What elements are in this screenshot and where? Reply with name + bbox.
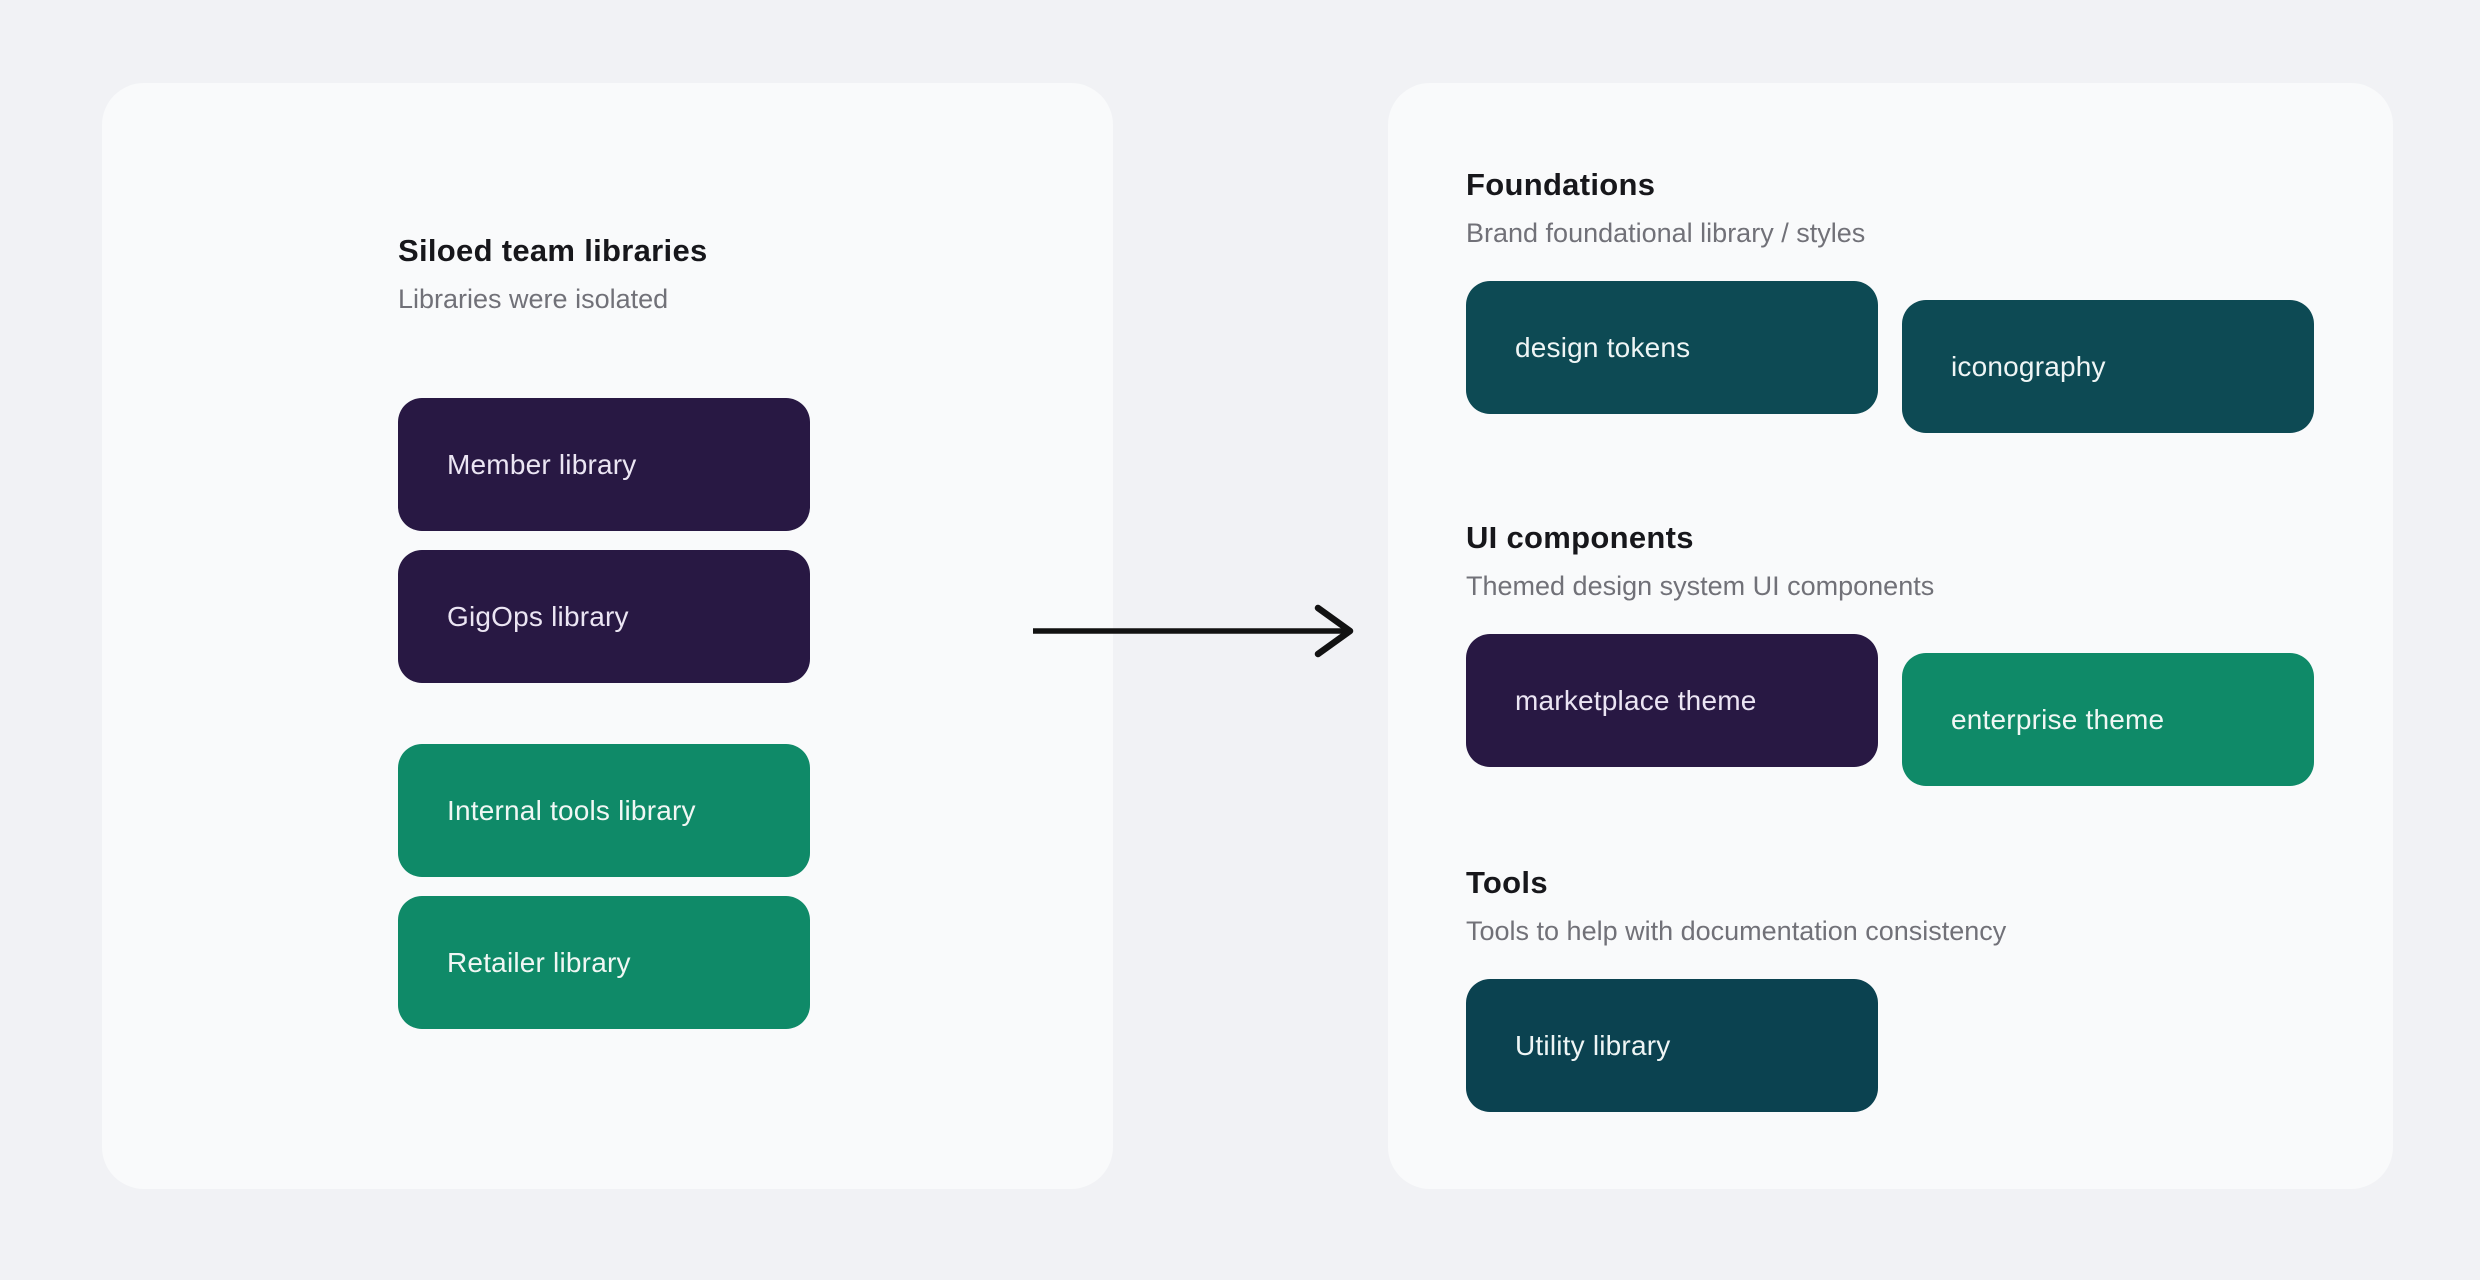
box-design-tokens: design tokens — [1466, 281, 1878, 415]
left-panel-header: Siloed team libraries Libraries were iso… — [398, 233, 708, 315]
left-panel-library-list: Member library GigOps library Internal t… — [398, 398, 810, 1029]
box-gigops-library: GigOps library — [398, 550, 810, 683]
box-marketplace-theme: marketplace theme — [1466, 634, 1878, 768]
section-tools-title: Tools — [1466, 865, 1548, 900]
green-library-group: Internal tools library Retailer library — [398, 744, 810, 1029]
section-tools-row: Utility library — [1466, 979, 2386, 1113]
box-member-library: Member library — [398, 398, 810, 531]
right-arrow-icon — [1030, 599, 1364, 663]
section-ui-components: UI components Themed design system UI co… — [1466, 520, 2386, 787]
section-ui-components-subtitle: Themed design system UI components — [1466, 570, 1935, 601]
left-panel-subtitle: Libraries were isolated — [398, 283, 669, 314]
section-foundations-subtitle: Brand foundational library / styles — [1466, 217, 1866, 248]
section-ui-components-row: marketplace theme enterprise theme — [1466, 634, 2386, 787]
right-panel: Foundations Brand foundational library /… — [1388, 83, 2393, 1189]
box-utility-library: Utility library — [1466, 979, 1878, 1113]
section-tools: Tools Tools to help with documentation c… — [1466, 865, 2386, 1113]
box-retailer-library: Retailer library — [398, 896, 810, 1029]
section-foundations-row: design tokens iconography — [1466, 281, 2386, 434]
section-tools-subtitle: Tools to help with documentation consist… — [1466, 915, 2007, 946]
box-internal-tools-library: Internal tools library — [398, 744, 810, 877]
left-panel: Siloed team libraries Libraries were iso… — [102, 83, 1113, 1189]
purple-library-group: Member library GigOps library — [398, 398, 810, 683]
left-panel-title: Siloed team libraries — [398, 233, 708, 268]
box-enterprise-theme: enterprise theme — [1902, 653, 2314, 787]
section-foundations: Foundations Brand foundational library /… — [1466, 167, 2386, 434]
section-ui-components-title: UI components — [1466, 520, 1694, 555]
section-foundations-title: Foundations — [1466, 167, 1656, 202]
box-iconography: iconography — [1902, 300, 2314, 434]
